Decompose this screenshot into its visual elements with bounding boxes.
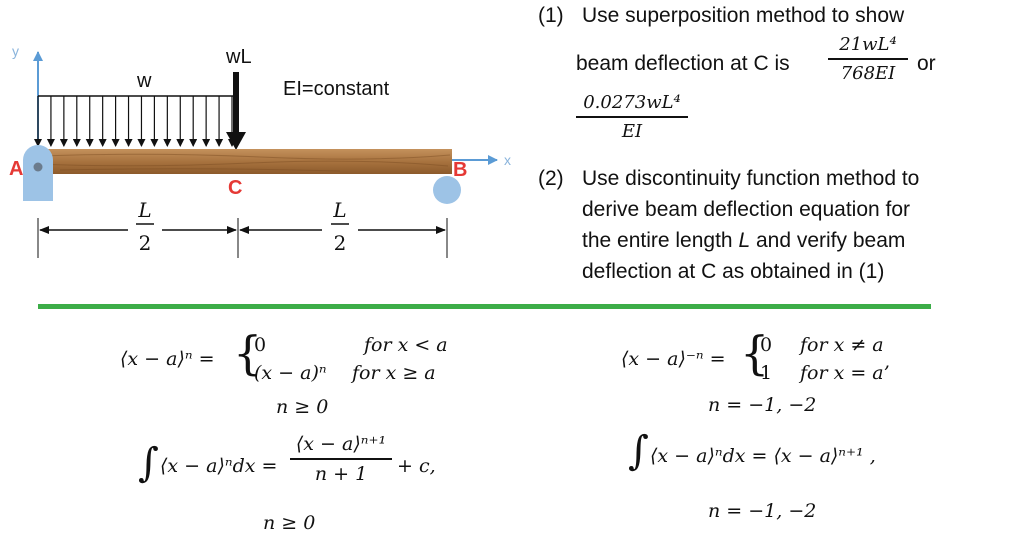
point-load-arrowhead <box>226 132 246 150</box>
f2-case1-cond: for x ≠ a <box>800 334 884 356</box>
f2-case2-cond: for x = a’ <box>800 362 890 384</box>
f3-den: n + 1 <box>314 462 368 485</box>
pin-support-a <box>23 145 53 201</box>
f3-note: n ≥ 0 <box>263 512 316 534</box>
fraction-21wl4-num: 21wL⁴ <box>839 34 897 55</box>
f1-case1-cond: for x < a <box>364 334 448 356</box>
point-b-label: B <box>453 159 467 181</box>
point-c-label: C <box>228 177 242 199</box>
green-divider <box>38 304 931 309</box>
fraction-00273wl4-den: EI <box>621 121 643 142</box>
f1-note: n ≥ 0 <box>276 396 329 418</box>
problem-2-line-4: deflection at C as obtained in (1) <box>582 260 885 283</box>
roller-support-b <box>433 176 461 204</box>
f2-note: n = −1, −2 <box>708 394 817 416</box>
f1-case2-cond: for x ≥ a <box>352 362 436 384</box>
problem-1-line-2: beam deflection at C is <box>576 52 790 75</box>
problem-2-line-1: Use discontinuity function method to <box>582 167 920 190</box>
fraction-00273wl4-num: 0.0273wL⁴ <box>583 92 681 113</box>
point-a-label: A <box>9 158 23 180</box>
f2-case2-val: 1 <box>760 362 773 384</box>
dim-left-num: L <box>137 198 151 222</box>
f3-num: ⟨x − a⟩ⁿ⁺¹ <box>295 433 387 455</box>
f3-fraction: ⟨x − a⟩ⁿ⁺¹ n + 1 <box>290 433 392 485</box>
problem-2-line-3-pre: the entire length <box>582 229 739 252</box>
problem-2-line-3-L: L <box>738 229 751 252</box>
load-w-label: w <box>136 70 152 92</box>
problem-2: (2) Use discontinuity function method to… <box>538 167 1018 297</box>
problem-2-number: (2) <box>538 167 564 190</box>
f1-case2-val: (x − a)ⁿ <box>254 362 327 384</box>
beam-grain <box>34 153 451 172</box>
f3-lhs: ⟨x − a⟩ⁿdx = <box>160 455 278 477</box>
problem-2-line-3-post: and verify beam <box>750 229 906 252</box>
fraction-21wl4-bar <box>828 58 908 60</box>
problem-1: (1) Use superposition method to show bea… <box>538 4 1018 154</box>
fraction-21wl4: 21wL⁴ 768EI <box>828 34 908 84</box>
f3-bar <box>290 458 392 460</box>
fraction-00273wl4-bar <box>576 116 688 118</box>
f4-integral-sign: ∫ <box>628 428 649 474</box>
f3-integral-sign: ∫ <box>138 440 159 486</box>
point-load-label: wL <box>225 46 252 68</box>
problem-1-number: (1) <box>538 4 564 27</box>
problem-2-line-2: derive beam deflection equation for <box>582 198 911 221</box>
fraction-00273wl4: 0.0273wL⁴ EI <box>576 92 688 142</box>
problem-1-line-1: Use superposition method to show <box>582 4 905 27</box>
distributed-load-arrows <box>34 96 236 147</box>
f4-note: n = −1, −2 <box>708 500 817 522</box>
f1-case1-val: 0 <box>254 334 267 356</box>
f1-lhs: ⟨x − a⟩ⁿ = <box>120 348 215 370</box>
problem-2-line-3: the entire length L and verify beam <box>582 229 905 253</box>
stiffness-label: EI=constant <box>283 78 390 100</box>
fraction-21wl4-den: 768EI <box>840 63 896 84</box>
dim-right-den: 2 <box>334 231 347 255</box>
f2-brace: { <box>740 326 770 380</box>
or-word: or <box>917 52 936 75</box>
x-axis-label: x <box>504 152 511 168</box>
f2-case1-val: 0 <box>760 334 773 356</box>
dim-left-den: 2 <box>139 231 152 255</box>
f2-lhs: ⟨x − a⟩⁻ⁿ = <box>621 348 726 370</box>
beam <box>30 149 452 174</box>
pin-support-a-hinge <box>33 162 43 172</box>
f3-tail: + c, <box>397 455 436 477</box>
dim-right-num: L <box>332 198 346 222</box>
beam-diagram: y w wL EI=constant x A B C L 2 L 2 <box>9 43 511 258</box>
y-axis-label: y <box>12 43 19 59</box>
f4-expr: ⟨x − a⟩ⁿdx = ⟨x − a⟩ⁿ⁺¹ , <box>650 445 876 467</box>
f1-brace: { <box>233 326 263 380</box>
